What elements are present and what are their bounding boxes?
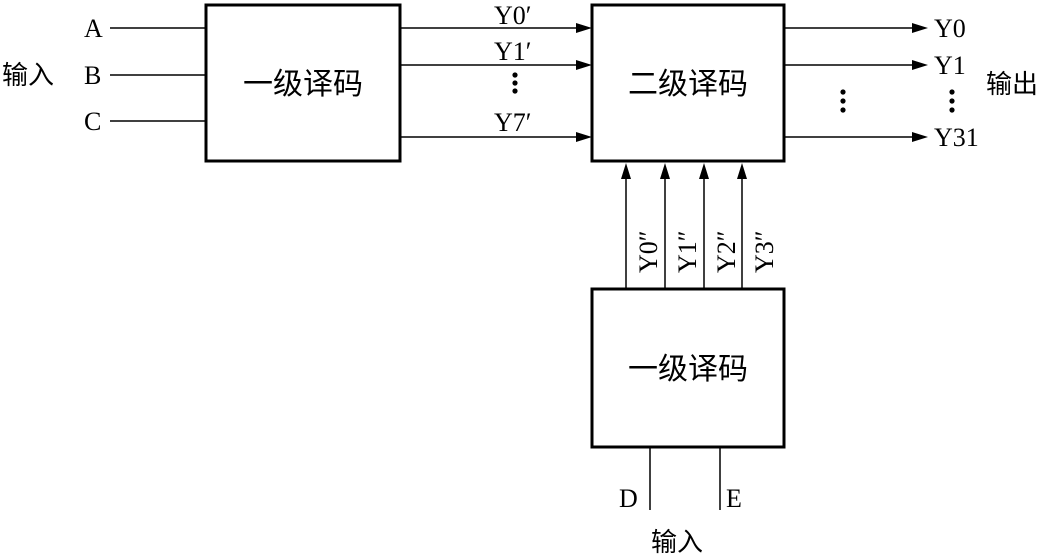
- decoder-bottom-label: 一级译码: [628, 352, 748, 387]
- first-level-decoder-left-block: [204, 3, 402, 163]
- second-level-decoder-block: [590, 3, 786, 163]
- vertical-arrow-y3: [737, 163, 747, 179]
- vertical-label-y0: Y0″: [634, 230, 663, 273]
- mid-label-y7: Y7′: [494, 108, 531, 137]
- output-ellipsis-dots-right: [949, 89, 955, 113]
- output-label-y31: Y31: [934, 123, 979, 152]
- mid-arrow-y7: [576, 132, 592, 142]
- input-left-label: 输入: [2, 61, 54, 91]
- vertical-arrow-y2: [699, 163, 709, 179]
- output-arrow-y0: [912, 23, 928, 33]
- output-label-y0: Y0: [934, 14, 966, 43]
- input-label-b: B: [84, 61, 101, 90]
- mid-ellipsis-dots: [512, 72, 518, 94]
- vertical-label-y3: Y3″: [750, 230, 779, 273]
- input-label-e: E: [726, 484, 742, 513]
- output-ellipsis-dots-center: [840, 89, 846, 113]
- output-arrow-y31: [912, 132, 928, 142]
- first-level-decoder-bottom-block: [590, 287, 786, 449]
- mid-arrow-y1: [576, 60, 592, 70]
- mid-label-y1: Y1′: [494, 37, 531, 66]
- decoder-left-label: 一级译码: [243, 67, 363, 102]
- input-bottom-label: 输入: [651, 528, 703, 558]
- input-label-c: C: [84, 107, 101, 136]
- decoder-main-label: 二级译码: [628, 67, 748, 102]
- output-right-label: 输出: [986, 70, 1038, 100]
- output-label-y1: Y1: [934, 51, 966, 80]
- input-label-a: A: [84, 14, 103, 43]
- output-arrow-y1: [912, 60, 928, 70]
- vertical-label-y2: Y2″: [712, 230, 741, 273]
- mid-label-y0: Y0′: [494, 1, 531, 30]
- mid-arrow-y0: [576, 23, 592, 33]
- vertical-arrow-y0: [621, 163, 631, 179]
- input-label-d: D: [619, 484, 638, 513]
- vertical-label-y1: Y1″: [673, 230, 702, 273]
- vertical-arrow-y1: [660, 163, 670, 179]
